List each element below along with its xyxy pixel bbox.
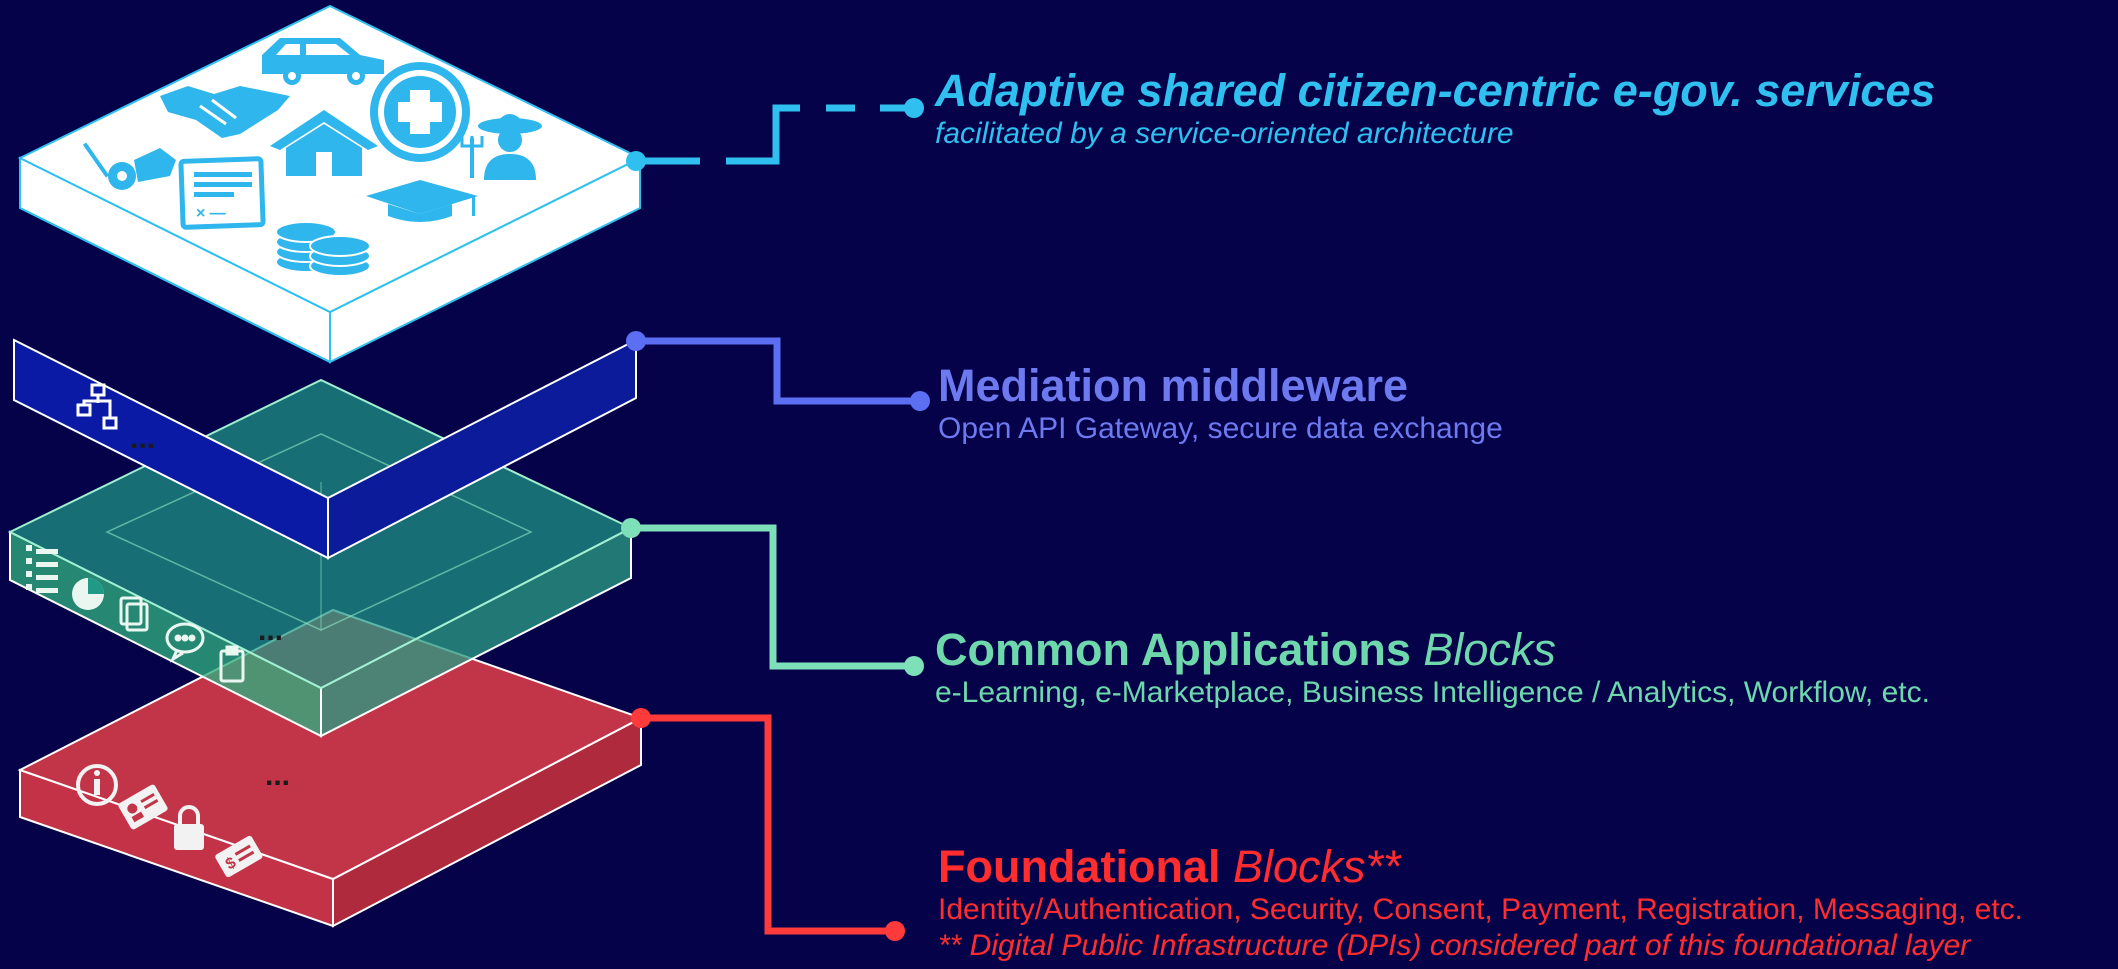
chat-icon	[165, 622, 205, 663]
farmer-icon	[460, 114, 542, 180]
middleware-ellipsis: ...	[130, 422, 155, 455]
applications-subtitle: e-Learning, e-Marketplace, Business Inte…	[935, 676, 1930, 709]
house-icon	[270, 110, 378, 176]
services-subtitle: facilitated by a service-oriented archit…	[935, 117, 1514, 150]
pie-chart-icon	[72, 578, 104, 610]
documents-icon	[119, 596, 149, 632]
graduation-cap-icon	[366, 180, 478, 222]
foundational-label: Foundational Blocks** Identity/Authentic…	[938, 842, 2023, 964]
document-icon: × —	[178, 156, 266, 230]
payment-icon: $	[215, 835, 263, 878]
middleware-connector	[626, 331, 930, 411]
info-icon	[76, 764, 118, 806]
foundational-dpi-note: ** Digital Public Infrastructure (DPIs) …	[938, 929, 1971, 962]
clipboard-icon	[219, 645, 245, 683]
foundational-subtitle: Identity/Authentication, Security, Conse…	[938, 893, 2023, 926]
lock-icon	[174, 805, 204, 850]
id-card-icon	[118, 784, 168, 830]
services-connector	[626, 98, 924, 171]
list-icon	[26, 545, 58, 593]
applications-title: Common Applications Blocks	[935, 624, 1556, 675]
foundational-title-em: Blocks**	[1232, 841, 1401, 892]
applications-title-em: Blocks	[1423, 624, 1556, 675]
applications-ellipsis: ...	[258, 614, 283, 647]
medical-cross-icon	[370, 62, 470, 162]
services-label: Adaptive shared citizen-centric e-gov. s…	[935, 66, 1935, 152]
coins-icon	[275, 221, 371, 277]
services-layer: × —	[17, 4, 643, 364]
applications-label: Common Applications Blocks e-Learning, e…	[935, 625, 1930, 711]
middleware-label: Mediation middleware Open API Gateway, s…	[938, 361, 1503, 447]
network-icon	[76, 383, 118, 430]
svg-text:× —: × —	[196, 205, 226, 222]
foundational-connector	[631, 708, 905, 941]
foundational-title: Foundational Blocks**	[938, 841, 1401, 892]
tractor-icon	[82, 142, 176, 190]
car-icon	[262, 38, 384, 85]
middleware-title: Mediation middleware	[938, 360, 1409, 411]
middleware-layer: ...	[13, 338, 637, 560]
applications-connector	[621, 518, 924, 676]
handshake-icon	[160, 86, 290, 138]
foundational-ellipsis: ...	[265, 759, 290, 792]
services-title: Adaptive shared citizen-centric e-gov. s…	[935, 65, 1936, 116]
middleware-subtitle: Open API Gateway, secure data exchange	[938, 412, 1503, 445]
